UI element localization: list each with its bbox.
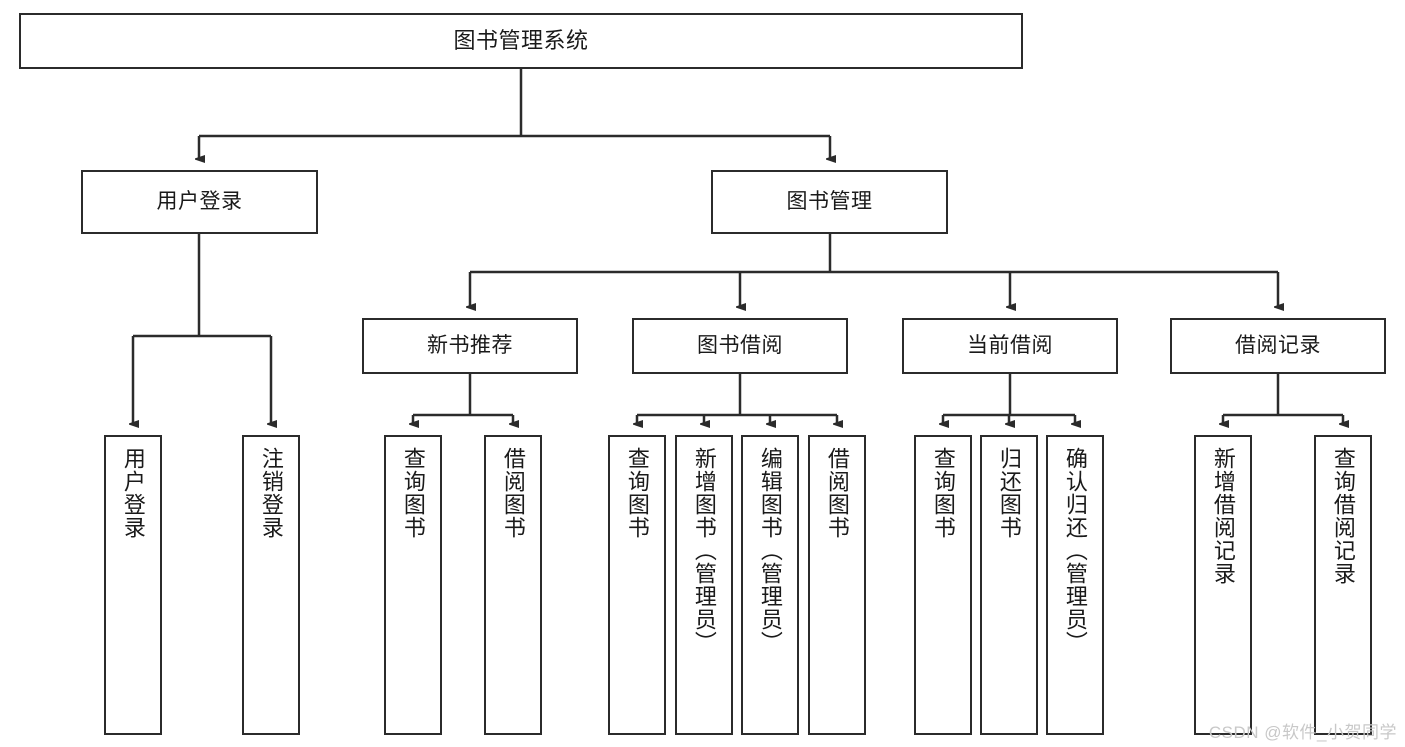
node-user-login-label: 用户登录	[156, 190, 243, 214]
node-borrow-record-label: 借阅记录	[1235, 334, 1321, 358]
node-new-book-recommend-label: 新书推荐	[427, 334, 513, 358]
node-book-management[interactable]: 图书管理	[711, 170, 948, 234]
node-leaf-record-add[interactable]: 新增借阅记录	[1194, 435, 1252, 735]
node-book-borrow[interactable]: 图书借阅	[632, 318, 848, 374]
node-leaf-current-return-book-label: 归还图书	[996, 447, 1022, 539]
node-leaf-borrow-edit-book-label: 编辑图书（管理员）	[757, 447, 783, 654]
node-leaf-user-login[interactable]: 用户登录	[104, 435, 162, 735]
node-leaf-borrow-add-book[interactable]: 新增图书（管理员）	[675, 435, 733, 735]
node-leaf-record-query[interactable]: 查询借阅记录	[1314, 435, 1372, 735]
node-leaf-current-return-book[interactable]: 归还图书	[980, 435, 1038, 735]
node-leaf-current-query-book[interactable]: 查询图书	[914, 435, 972, 735]
node-leaf-current-query-book-label: 查询图书	[930, 447, 956, 539]
node-leaf-borrow-query-book[interactable]: 查询图书	[608, 435, 666, 735]
node-user-login[interactable]: 用户登录	[81, 170, 318, 234]
node-leaf-user-login-label: 用户登录	[120, 447, 146, 539]
node-leaf-borrow-add-book-label: 新增图书（管理员）	[691, 447, 717, 654]
node-book-management-label: 图书管理	[786, 190, 873, 214]
node-leaf-record-add-label: 新增借阅记录	[1210, 447, 1236, 585]
node-leaf-current-confirm-return[interactable]: 确认归还（管理员）	[1046, 435, 1104, 735]
node-leaf-newbook-borrow-book[interactable]: 借阅图书	[484, 435, 542, 735]
node-leaf-borrow-query-book-label: 查询图书	[624, 447, 650, 539]
node-root-book-management-system[interactable]: 图书管理系统	[19, 13, 1023, 69]
node-leaf-borrow-borrow-book-label: 借阅图书	[824, 447, 850, 539]
node-book-borrow-label: 图书借阅	[697, 334, 783, 358]
node-root-label: 图书管理系统	[453, 27, 589, 53]
node-leaf-borrow-edit-book[interactable]: 编辑图书（管理员）	[741, 435, 799, 735]
node-new-book-recommend[interactable]: 新书推荐	[362, 318, 578, 374]
node-borrow-record[interactable]: 借阅记录	[1170, 318, 1386, 374]
node-leaf-newbook-query-book[interactable]: 查询图书	[384, 435, 442, 735]
node-current-borrow[interactable]: 当前借阅	[902, 318, 1118, 374]
node-leaf-newbook-borrow-book-label: 借阅图书	[500, 447, 526, 539]
node-leaf-borrow-borrow-book[interactable]: 借阅图书	[808, 435, 866, 735]
watermark: CSDN @软件_小贺同学	[1208, 723, 1397, 742]
node-leaf-user-logout[interactable]: 注销登录	[242, 435, 300, 735]
node-leaf-current-confirm-return-label: 确认归还（管理员）	[1062, 447, 1088, 654]
node-current-borrow-label: 当前借阅	[967, 334, 1053, 358]
node-leaf-record-query-label: 查询借阅记录	[1330, 447, 1356, 585]
node-leaf-newbook-query-book-label: 查询图书	[400, 447, 426, 539]
node-leaf-user-logout-label: 注销登录	[258, 447, 284, 539]
